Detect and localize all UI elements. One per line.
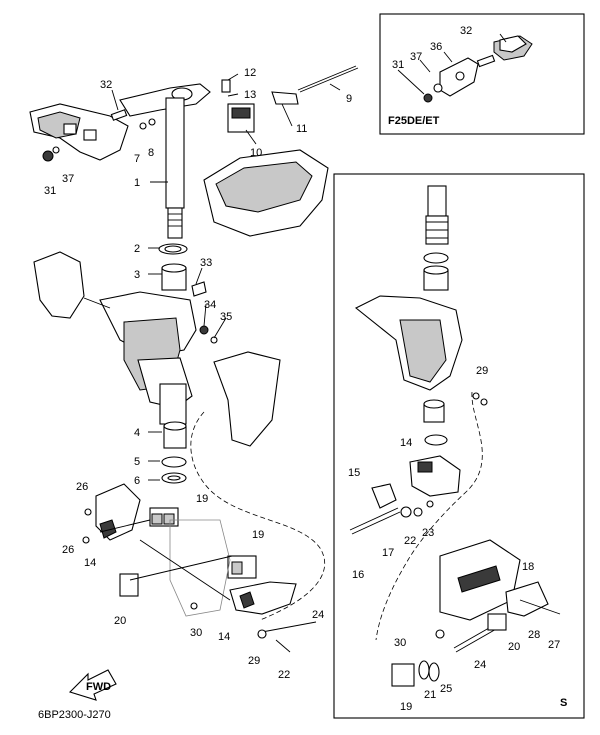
- callout-34: 34: [204, 299, 216, 311]
- callout-17: 17: [382, 547, 394, 559]
- bottom-cowling: [203, 65, 359, 237]
- callout-30-left: 30: [190, 627, 202, 639]
- callout-32: 32: [100, 79, 112, 91]
- callout-9: 9: [346, 93, 352, 105]
- callout-2: 2: [134, 243, 140, 255]
- callout-32-inset: 32: [460, 25, 472, 37]
- callout-24-right: 24: [474, 659, 486, 671]
- callout-19-b: 19: [252, 529, 264, 541]
- callout-19-a: 19: [196, 493, 208, 505]
- callout-14-left: 14: [84, 557, 96, 569]
- callout-10: 10: [250, 147, 262, 159]
- callout-15: 15: [348, 467, 360, 479]
- callout-20-right: 20: [508, 641, 520, 653]
- callout-8: 8: [148, 147, 154, 159]
- callout-25: 25: [440, 683, 452, 695]
- drawing-code: 6BP2300-J270: [38, 709, 111, 721]
- callout-3: 3: [134, 269, 140, 281]
- callout-5: 5: [134, 456, 140, 468]
- callout-37: 37: [62, 173, 74, 185]
- swivel-bracket-left: [33, 251, 281, 447]
- inset-parts: [423, 35, 533, 103]
- inset-frame: [379, 13, 585, 135]
- routing-line-left: [190, 411, 325, 621]
- callout-26-a: 26: [76, 481, 88, 493]
- callouts: 1 2 3 4 5 6 7 8 9 10 11 12 13 14 14 14 1…: [44, 25, 560, 713]
- callout-19-right: 19: [400, 701, 412, 713]
- callout-6: 6: [134, 475, 140, 487]
- callout-18: 18: [522, 561, 534, 573]
- callout-1: 1: [134, 177, 140, 189]
- routing-line-right: [375, 391, 483, 641]
- variant-s-frame: [333, 173, 585, 719]
- callout-16: 16: [352, 569, 364, 581]
- callout-13: 13: [244, 89, 256, 101]
- inset-label: F25DE/ET: [388, 115, 440, 127]
- callout-33: 33: [200, 257, 212, 269]
- callout-14-right: 14: [400, 437, 412, 449]
- callout-7: 7: [134, 153, 140, 165]
- callout-31: 31: [44, 185, 56, 197]
- shaft-bushings: [158, 243, 218, 344]
- callout-4: 4: [134, 427, 140, 439]
- variant-label: S: [560, 697, 567, 709]
- leader-lines: [111, 33, 507, 481]
- callout-30-right: 30: [394, 637, 406, 649]
- upper-mount-bracket: [29, 103, 129, 162]
- variant-s-assembly: [349, 185, 561, 687]
- callout-24-left: 24: [312, 609, 324, 621]
- callout-29-left: 29: [248, 655, 260, 667]
- callout-26-b: 26: [62, 544, 74, 556]
- callout-14-lower: 14: [218, 631, 230, 643]
- callout-31-inset: 31: [392, 59, 404, 71]
- callout-23: 23: [422, 527, 434, 539]
- fwd-label: FWD: [86, 681, 111, 693]
- lower-bracket-left: [82, 483, 317, 653]
- callout-29-right: 29: [476, 365, 488, 377]
- callout-11: 11: [296, 123, 307, 135]
- steering-shaft: [119, 83, 211, 239]
- callout-20-left: 20: [114, 615, 126, 627]
- callout-22-right: 22: [404, 535, 416, 547]
- callout-37-inset: 37: [410, 51, 422, 63]
- lower-mount-rubbers: [161, 421, 187, 484]
- callout-22-left: 22: [278, 669, 290, 681]
- fwd-arrow-icon: FWD: [68, 669, 117, 701]
- callout-12: 12: [244, 67, 256, 79]
- callout-27: 27: [548, 639, 560, 651]
- callout-21: 21: [424, 689, 436, 701]
- callout-36-inset: 36: [430, 41, 442, 53]
- callout-35: 35: [220, 311, 232, 323]
- callout-28: 28: [528, 629, 540, 641]
